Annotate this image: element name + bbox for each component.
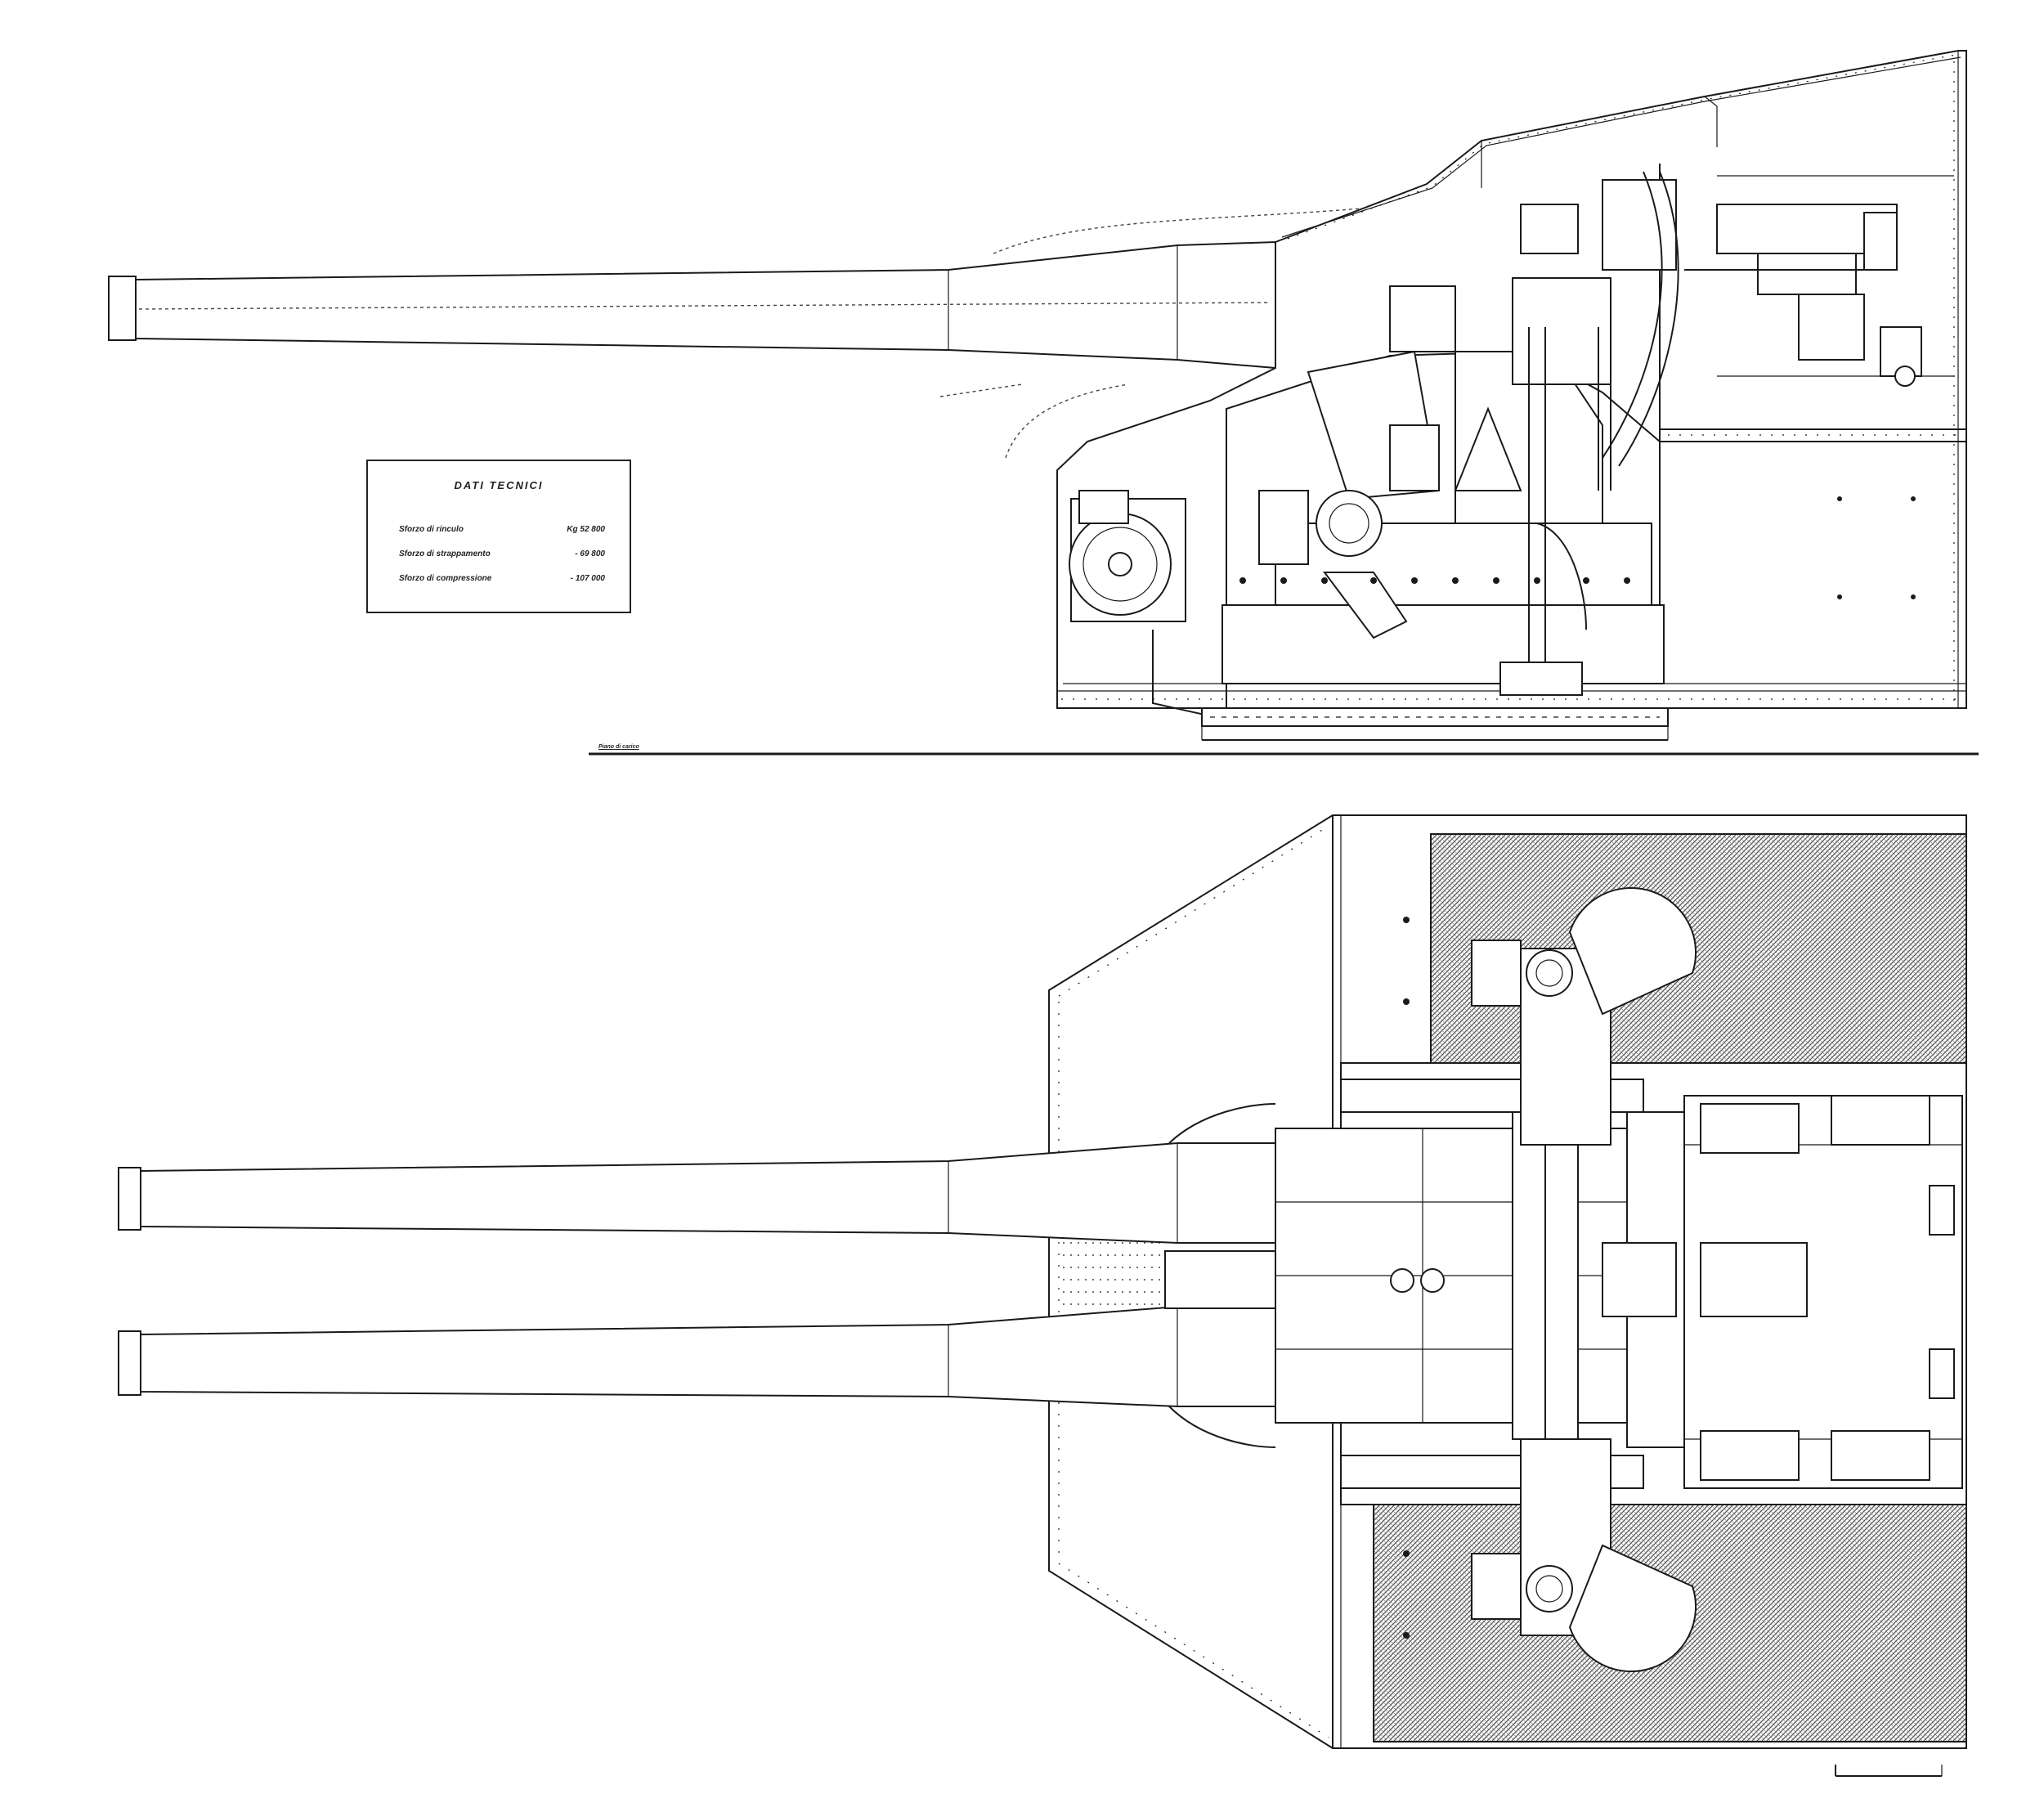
side-breech-machinery	[1221, 171, 1679, 696]
scale-bar	[1835, 1765, 1943, 1777]
tech-data-row: Sforzo di strappamento - 69 800	[399, 549, 605, 558]
tech-data-row: Sforzo di rinculo Kg 52 800	[399, 525, 605, 534]
side-barrel	[108, 240, 1276, 370]
plan-barrels	[118, 1103, 1276, 1448]
plan-view	[118, 814, 1967, 1777]
tech-data-value: Kg 52 800	[567, 525, 605, 534]
side-elevation-view	[108, 50, 1979, 756]
plan-rivets	[1063, 917, 1410, 1639]
elevation-arc	[993, 204, 1407, 254]
plan-breech-block	[1275, 1111, 1685, 1448]
tech-data-title: DATI TECNICI	[454, 479, 544, 491]
plan-rear-machinery	[1602, 1095, 1963, 1489]
tech-data-box: DATI TECNICI Sforzo di rinculo Kg 52 800…	[366, 460, 631, 613]
plan-trunnion-lower	[1471, 1438, 1697, 1672]
tech-data-value: - 69 800	[575, 549, 605, 558]
load-plane-label: Piano di carico	[598, 744, 639, 750]
tech-data-label: Sforzo di strappamento	[399, 549, 491, 558]
side-rivets	[1239, 496, 1916, 599]
plan-trunnion-upper	[1471, 887, 1697, 1146]
tech-data-label: Sforzo di rinculo	[399, 525, 464, 534]
tech-data-label: Sforzo di compressione	[399, 574, 492, 583]
tech-data-value: - 107 000	[570, 574, 605, 583]
side-sighting-gear	[1684, 175, 1954, 387]
side-elevating-gear	[1069, 490, 1227, 721]
side-base-ring	[589, 707, 1979, 756]
tech-data-row: Sforzo di compressione - 107 000	[399, 574, 605, 583]
